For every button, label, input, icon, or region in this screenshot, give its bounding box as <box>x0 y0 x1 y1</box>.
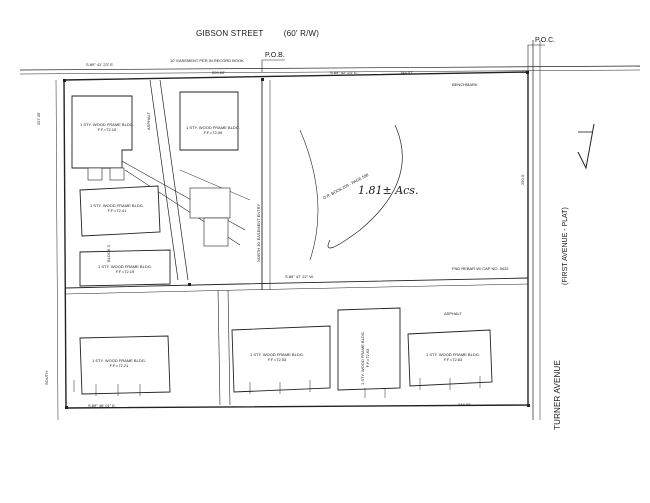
building-4 <box>79 249 171 287</box>
check-mark <box>577 123 595 170</box>
building-7-label: 1 STY. WOOD FRAME BLDG.F.F.=72.63 <box>360 331 370 385</box>
block-label: BLOCK 3 <box>106 245 111 262</box>
building-3-label: 1 STY. WOOD FRAME BLDG.F.F.=72.41 <box>90 203 144 213</box>
bearing-top-dist: 229.00' <box>212 70 225 75</box>
bearing-top-main: S.89° 42' 23" E. <box>330 70 359 75</box>
turner-avenue-label: TURNER AVENUE <box>553 359 562 430</box>
building-6 <box>231 325 331 393</box>
building-5 <box>79 335 171 395</box>
bearing-mid: S.89° 47' 22" W. <box>285 274 314 279</box>
bearing-top-dist-right: 144.07' <box>400 70 413 75</box>
north-easement-label: NORTH 30' EASEMENT ENTRY <box>256 203 261 262</box>
asphalt-right-label: ASPHALT <box>444 311 462 316</box>
building-2-label: 1 STY. WOOD FRAME BLDG.F.F.=72.09 <box>186 125 240 135</box>
first-avenue-label: (FIRST AVENUE - PLAT) <box>562 207 569 285</box>
building-5-label: 1 STY. WOOD FRAME BLDG.F.F.=72.21 <box>92 358 146 368</box>
building-6-label: 1 STY. WOOD FRAME BLDG.F.F.=72.53 <box>250 352 304 362</box>
building-4-label: 1 STY. WOOD FRAME BLDG.F.F.=72.19 <box>98 264 152 274</box>
building-8 <box>407 329 493 387</box>
street-rw: (60' R/W) <box>283 29 320 38</box>
building-2 <box>179 91 239 151</box>
building-3 <box>79 185 161 237</box>
interior-line <box>65 277 529 289</box>
building-1-label: 1 STY. WOOD FRAME BLDG.F.F.=72.15 <box>80 122 134 132</box>
bearing-right-dist: 250.0' <box>520 174 525 185</box>
pob-label: P.O.B. <box>265 52 285 59</box>
benchmark-label: BENCHMARK <box>452 82 478 87</box>
bearing-bottom-dist: 344.00' <box>458 402 471 407</box>
fnd-rebar-label: FND REBAR W/ CAP NO. 5432 <box>452 266 509 271</box>
building-8-label: 1 STY. WOOD FRAME BLDG.F.F.=72.63 <box>426 352 480 362</box>
area-label: 1.81± Acs. <box>358 184 419 197</box>
building-1 <box>71 95 133 169</box>
gibson-street-line <box>19 65 641 71</box>
street-name: GIBSON STREET <box>196 29 264 38</box>
bearing-left-dist: 257.35' <box>36 112 41 125</box>
easement-label: 10' EASEMENT PER IN RECORD BOOK <box>170 58 244 63</box>
bearing-top-left: S.89° 41' 23" E. <box>86 62 115 67</box>
gibson-street-label: GIBSON STREET (60' R/W) <box>196 29 319 38</box>
bearing-bottom-left: S.89° 46' 01" E. <box>88 403 117 408</box>
south-street-label: SOUTH <box>44 371 49 385</box>
building-7 <box>337 307 401 391</box>
poc-label: P.O.C. <box>535 37 556 44</box>
asphalt-label: ASPHALT <box>146 112 151 130</box>
